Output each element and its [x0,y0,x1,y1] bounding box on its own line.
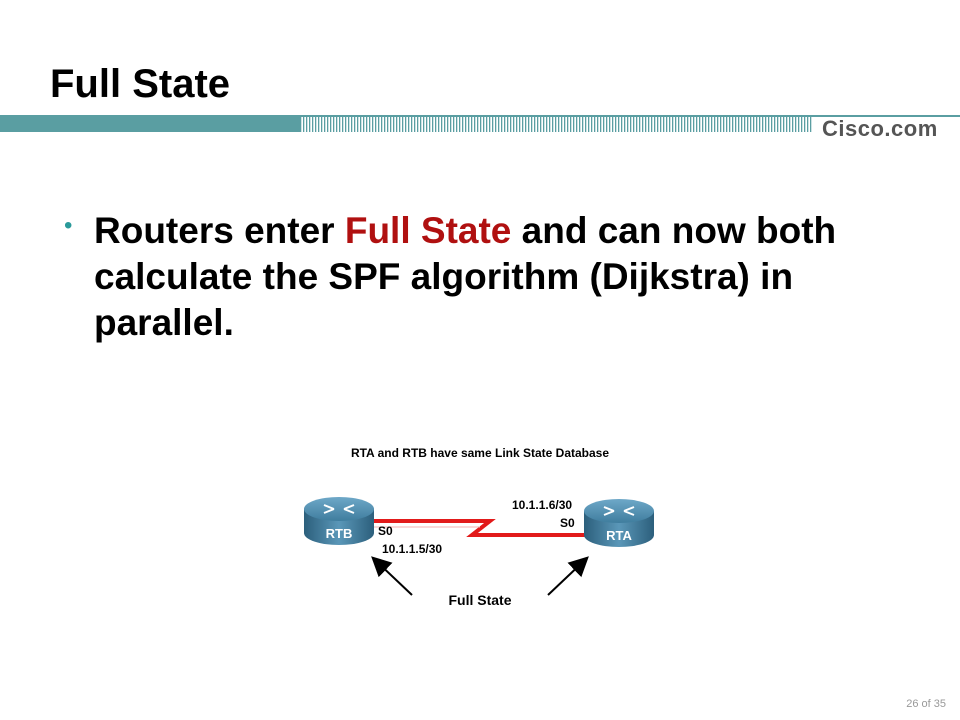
rtb-interface-label: S0 [378,524,393,538]
bullet-highlight: Full State [344,210,512,251]
router-rtb-label: RTB [326,526,353,541]
ospf-diagram: RTA and RTB have same Link State Databas… [304,446,654,608]
serial-link [368,519,590,537]
slide-title: Full State [50,62,231,106]
header-band [0,115,960,132]
diagram-caption: RTA and RTB have same Link State Databas… [351,446,609,460]
page-number: 26 of 35 [906,698,946,710]
arrow-to-rta [547,556,589,596]
rta-interface-label: S0 [560,516,575,530]
router-rtb-icon [304,497,374,545]
brand-logo: Cisco.com [822,116,938,141]
bullet-text-start: Routers enter [94,210,345,251]
bullet-text-end: and can now both calculate the SPF algor… [94,210,837,343]
arrow-to-rtb [371,556,413,596]
bullet-dot: • [64,212,73,239]
rta-ip-label: 10.1.1.6/30 [512,498,572,512]
bullet-text: Routers enter Full State and can now bot… [94,208,914,346]
router-rta-icon [584,499,654,547]
router-rta-label: RTA [606,528,632,543]
full-state-label: Full State [448,592,511,608]
rtb-ip-label: 10.1.1.5/30 [382,542,442,556]
